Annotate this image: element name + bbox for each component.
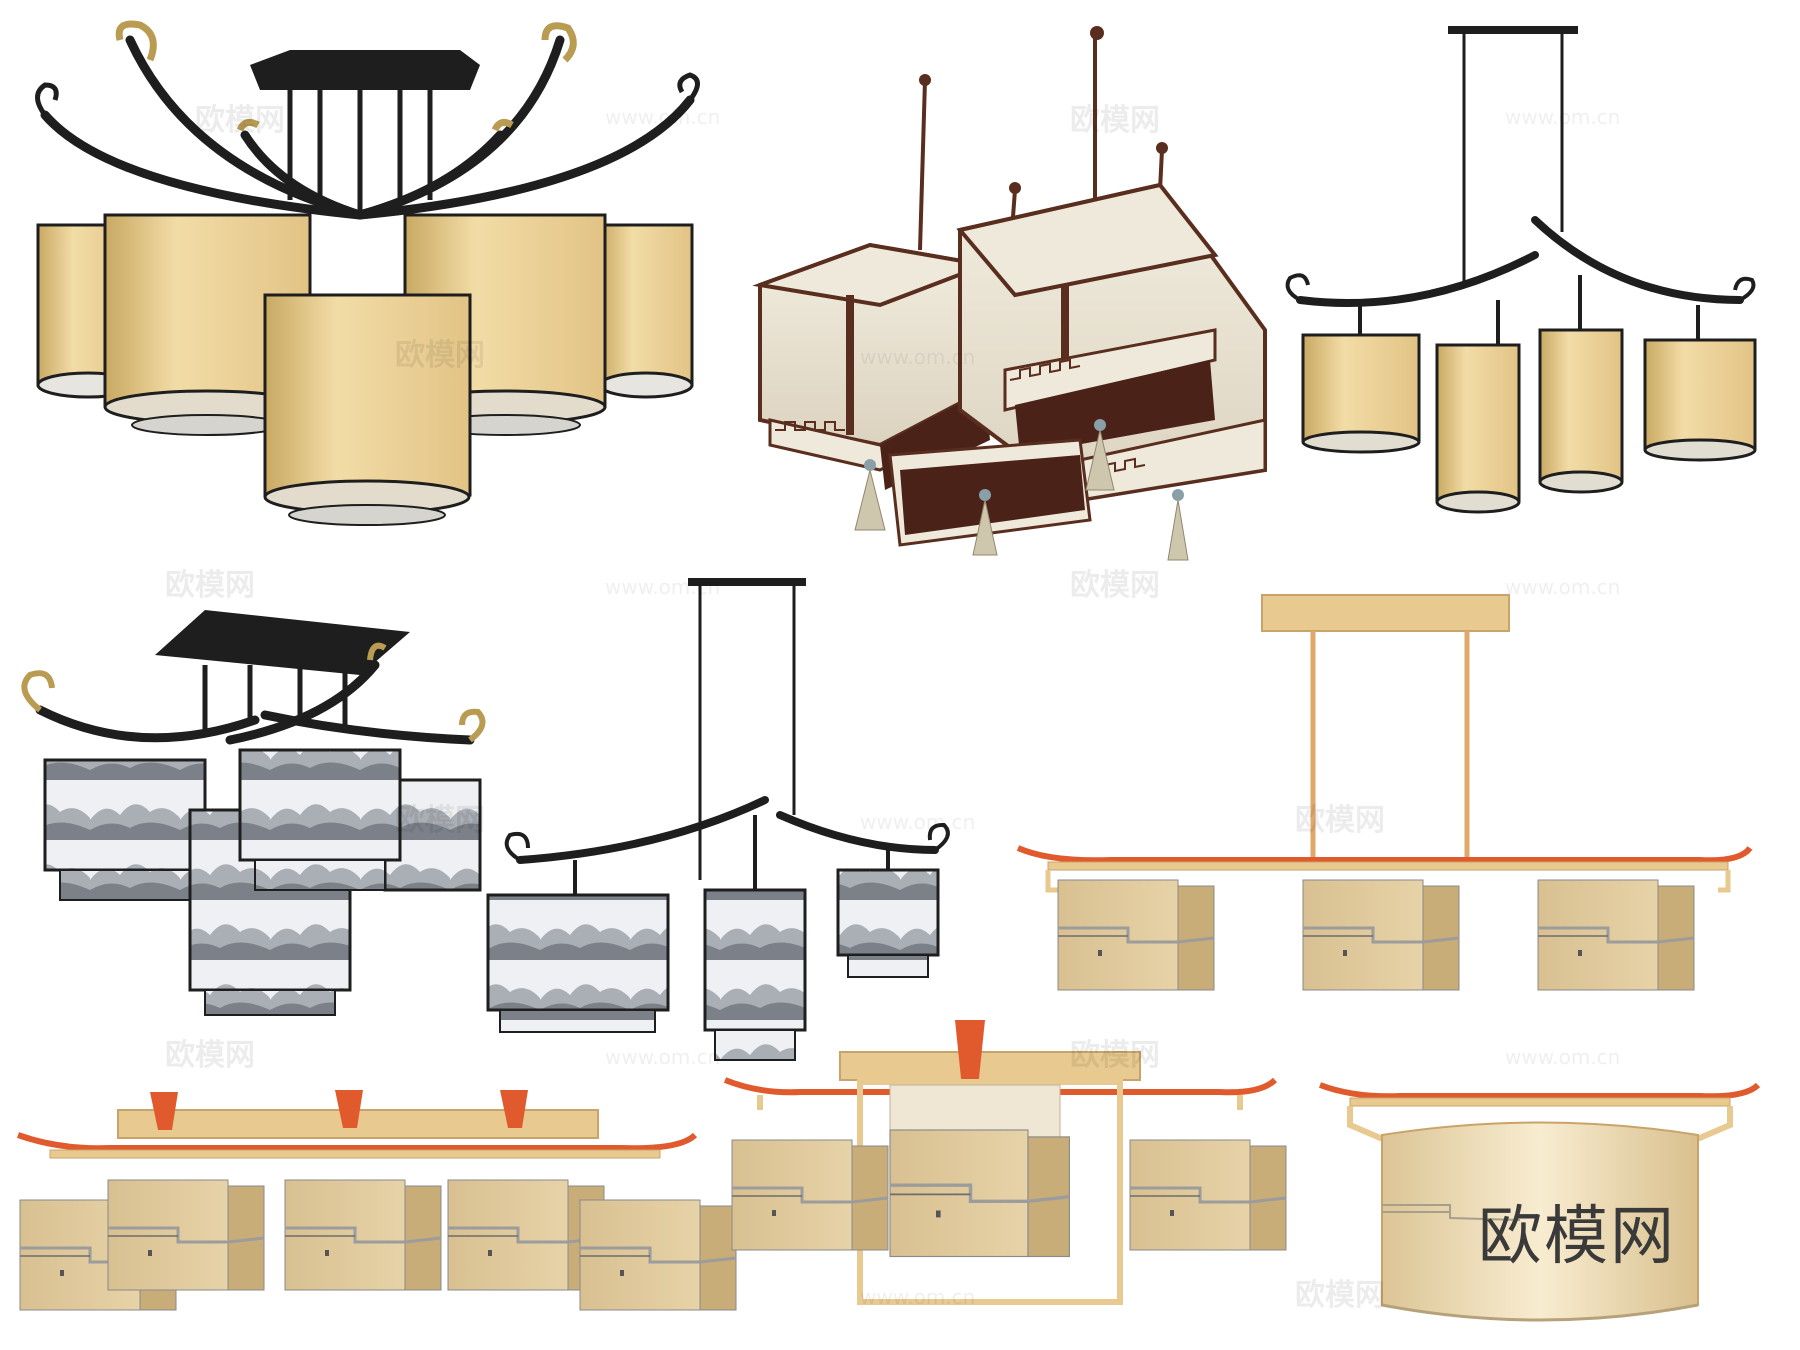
lamp-linear-pendant-ink-cubes	[486, 578, 950, 1061]
lamp-iron-scroll-chandelier-cylinder	[35, 20, 700, 526]
lamp-square-lantern-cluster-brown	[752, 26, 1267, 561]
lamp-brass-drum-ceiling	[1318, 1082, 1761, 1322]
lamp-brass-linear-three-wall-cubes	[1016, 594, 1753, 992]
brand-logo-text: 欧模网	[1478, 1200, 1676, 1274]
lamp-brass-long-ceiling-cluster	[16, 1090, 738, 1312]
lamp-linear-pendant-four-cylinders	[1285, 26, 1757, 514]
lamp-iron-chandelier-ink-cubes	[21, 610, 486, 1016]
lamp-brass-square-ceiling-cluster	[723, 1020, 1288, 1305]
